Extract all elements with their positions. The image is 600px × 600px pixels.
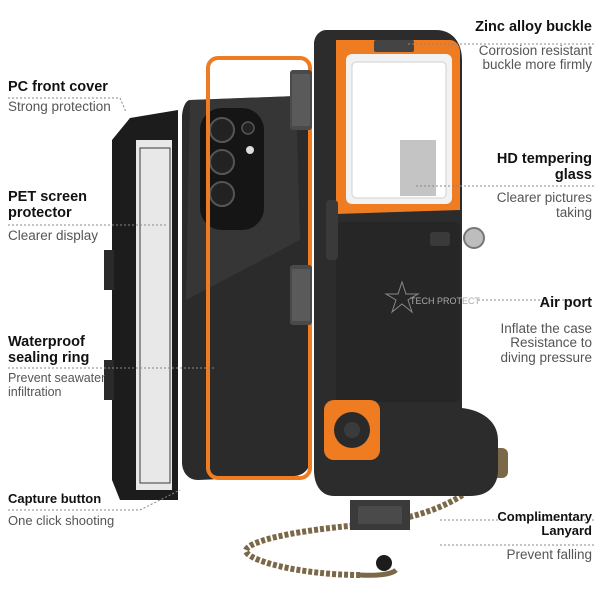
pet-title-2: protector: [8, 204, 72, 221]
case-illustration: TECH PROTECT: [314, 30, 498, 530]
label-air-port: Air port Inflate the case Resistance to …: [500, 295, 592, 365]
logo-text: TECH PROTECT: [410, 296, 481, 306]
sealing-sub-2: infiltration: [8, 384, 62, 399]
zinc-buckle-illustration: [290, 70, 312, 325]
pc-cover-sub: Strong protection: [8, 98, 111, 114]
lanyard-sub: Prevent falling: [506, 547, 592, 563]
hd-sub-1: Clearer pictures: [496, 190, 592, 206]
lanyard-title-1: Complimentary: [497, 509, 592, 524]
air-title: Air port: [539, 295, 592, 311]
label-sealing-ring: Waterproof sealing ring Prevent seawater…: [8, 334, 106, 399]
leader-lines: [8, 43, 594, 546]
capture-sub: One click shooting: [8, 513, 115, 529]
sealing-title-2: sealing ring: [8, 349, 90, 366]
zinc-title: Zinc alloy buckle: [475, 19, 592, 35]
pc-cover-title: PC front cover: [8, 79, 108, 95]
capture-title: Capture button: [8, 491, 102, 506]
label-zinc-buckle: Zinc alloy buckle Corrosion resistant bu…: [475, 19, 592, 73]
phone-illustration: [182, 96, 310, 480]
hd-sub-2: taking: [555, 204, 592, 220]
pet-title-1: PET screen: [8, 189, 87, 205]
label-lanyard: Complimentary Lanyard Prevent falling: [497, 509, 592, 563]
lanyard-title-2: Lanyard: [541, 523, 592, 539]
pc-front-cover-illustration: [104, 110, 178, 500]
air-sub-2: Resistance to: [510, 335, 592, 351]
sealing-sub-1: Prevent seawater: [8, 371, 106, 386]
air-sub-1: Inflate the case: [500, 320, 592, 336]
label-capture-button: Capture button One click shooting: [8, 491, 115, 529]
sealing-title-1: Waterproof: [8, 334, 85, 350]
label-pet-screen: PET screen protector Clearer display: [8, 189, 99, 244]
label-hd-glass: HD tempering glass Clearer pictures taki…: [496, 151, 592, 220]
hd-title-1: HD tempering: [496, 151, 592, 167]
label-pc-front-cover: PC front cover Strong protection: [8, 79, 111, 114]
zinc-sub-1: Corrosion resistant: [478, 42, 592, 58]
pet-sub: Clearer display: [8, 228, 99, 244]
hd-title-2: glass: [554, 166, 592, 183]
air-sub-3: diving pressure: [500, 349, 592, 365]
zinc-sub-2: buckle more firmly: [482, 57, 592, 73]
